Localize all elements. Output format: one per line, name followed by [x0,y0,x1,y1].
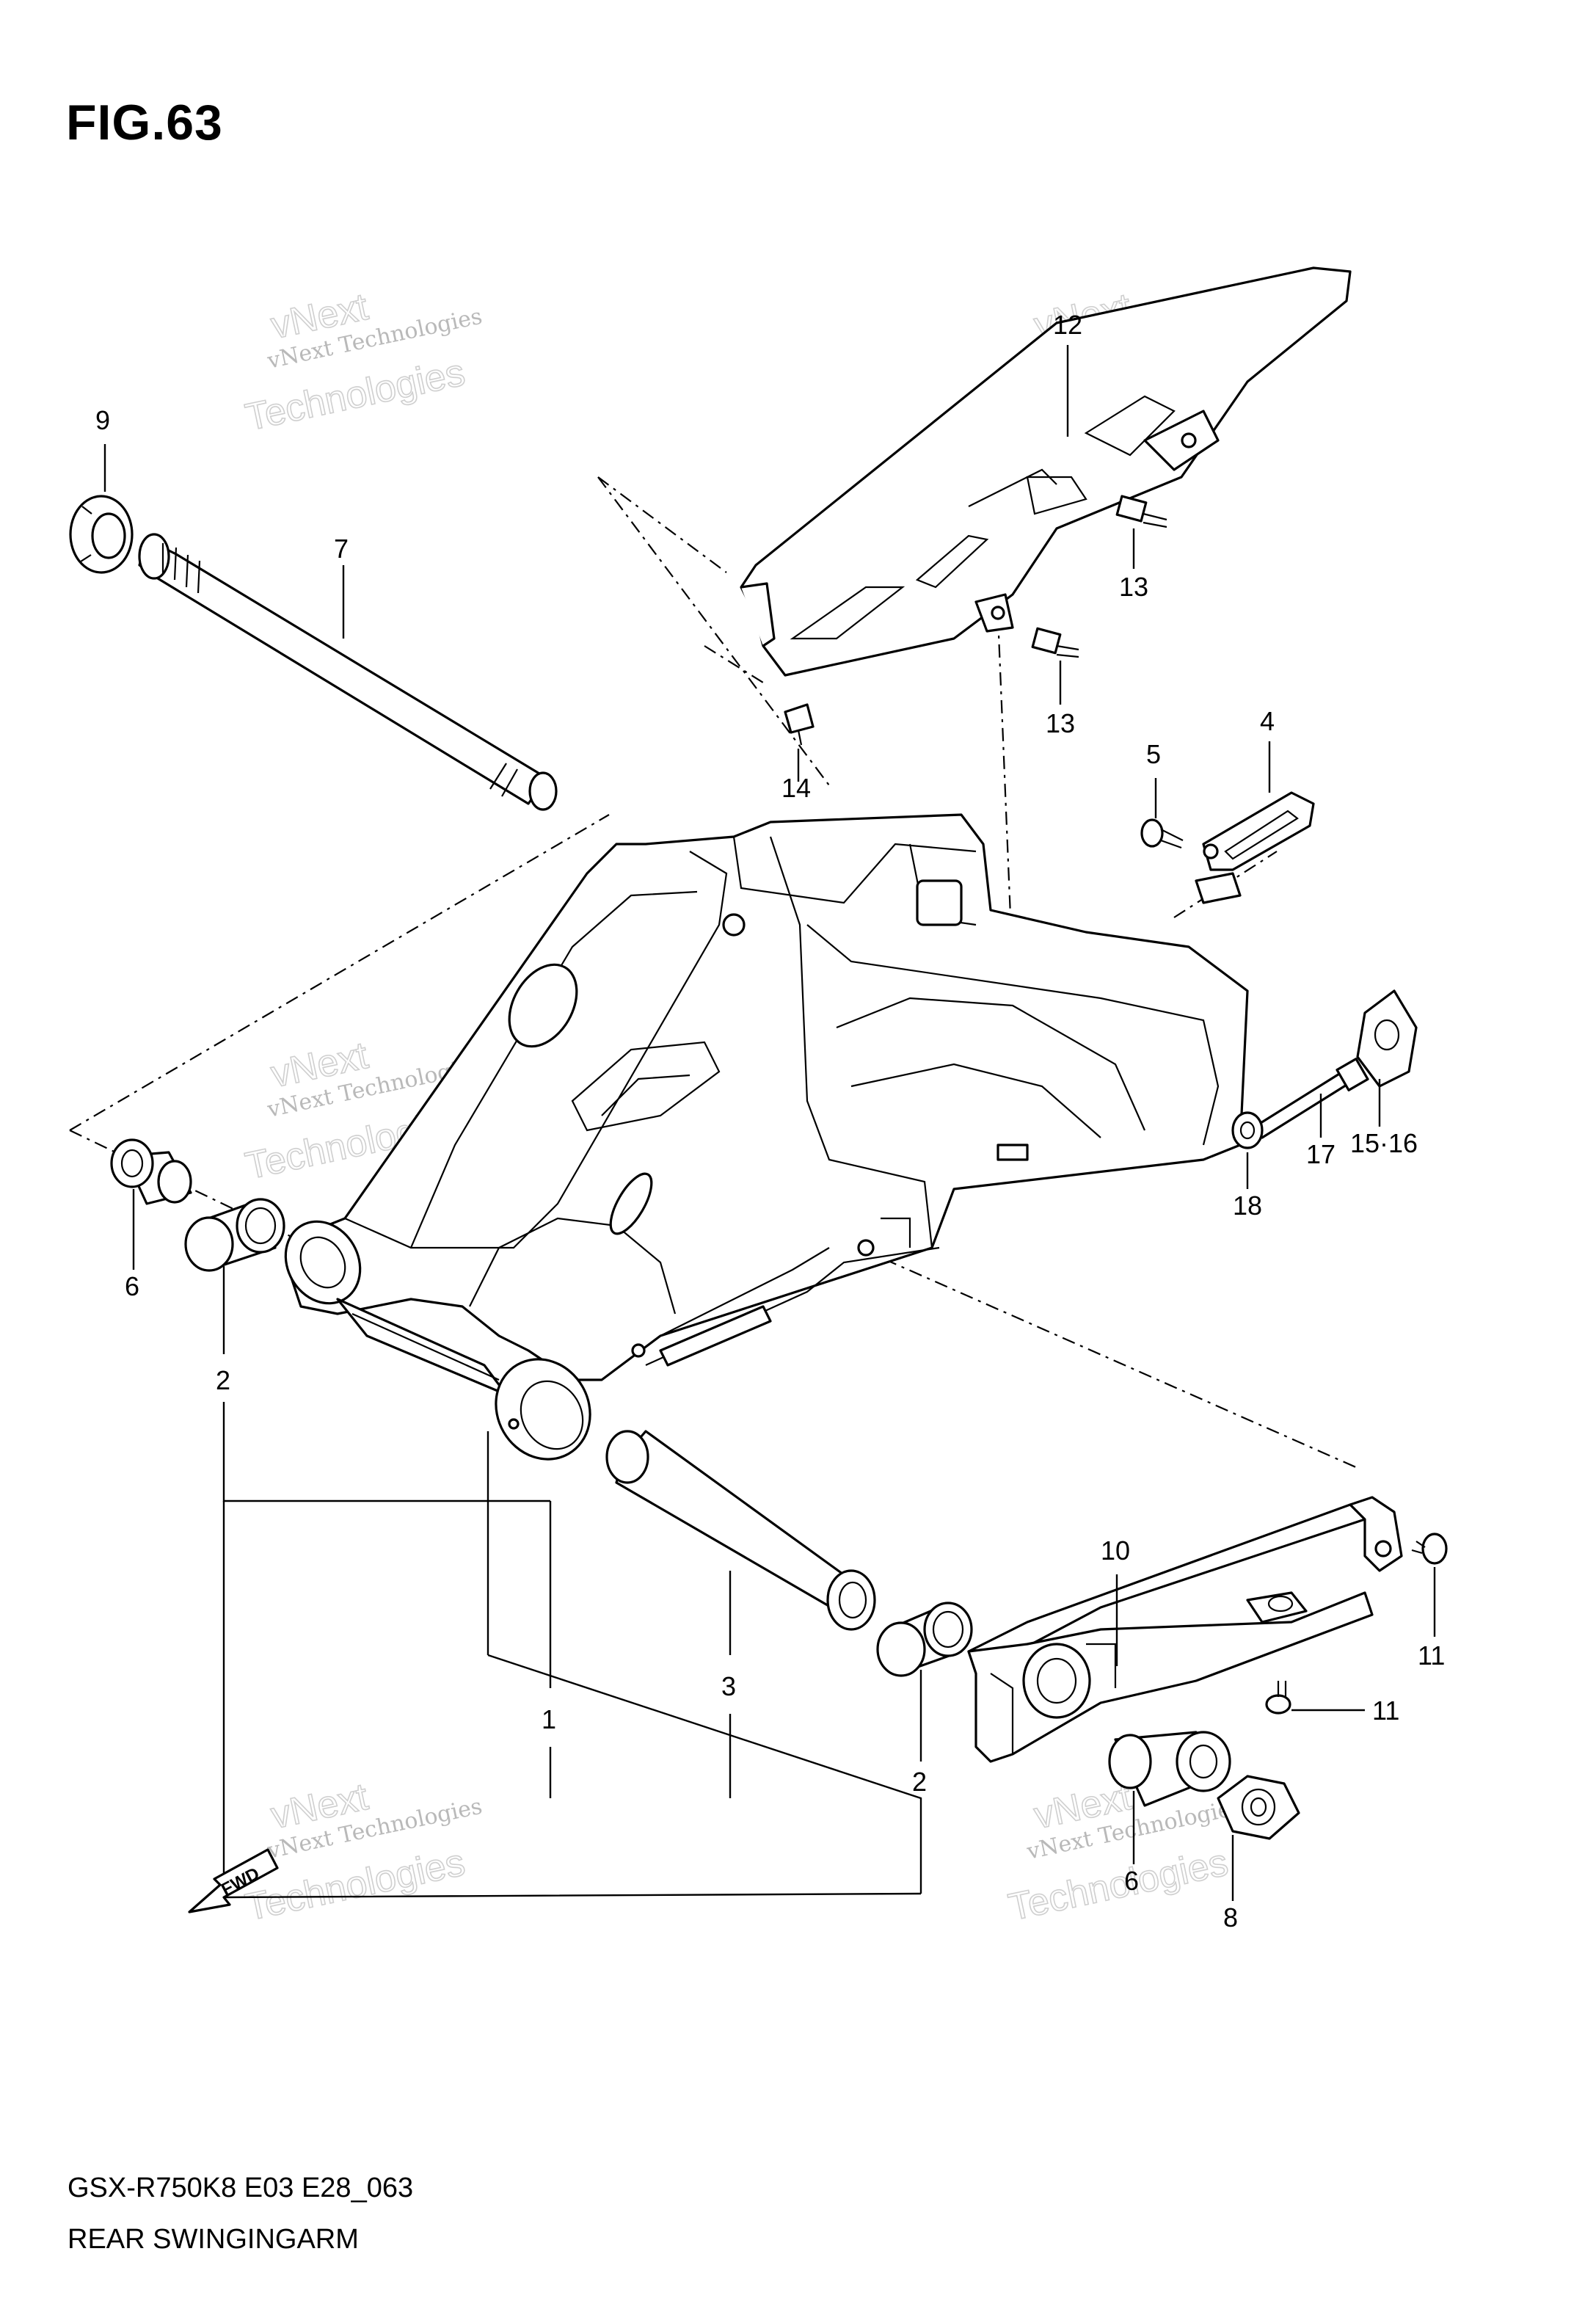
part-15-16-chain-adjuster [1356,989,1418,1088]
part-10-chain-buffer [967,1496,1403,1763]
part-4-bracket [1195,791,1315,904]
callout-10: 10 [1101,1535,1130,1566]
callout-18: 18 [1233,1190,1262,1221]
callout-labels: 9 7 12 13 13 14 5 4 15·16 17 18 6 2 3 1 … [95,310,1445,1933]
callout-4: 4 [1260,706,1275,736]
callout-14: 14 [781,773,811,803]
part-13-bolt-upper [1115,495,1167,528]
part-6-spacer-left [110,1138,192,1205]
callout-6-left: 6 [125,1271,139,1301]
callout-3: 3 [721,1671,736,1701]
part-18-adjuster-nut [1231,1111,1264,1149]
callout-2-left: 2 [216,1365,230,1395]
part-12-chain-guard [740,266,1352,677]
callout-11-upper: 11 [1418,1640,1445,1671]
callout-15-16: 15·16 [1350,1128,1418,1158]
callout-8: 8 [1223,1902,1238,1933]
part-17-adjuster-bolt [1253,1058,1369,1139]
figure-title: FIG.63 [66,95,223,150]
part-14-clip [784,703,815,746]
part-6-spacer-right [1108,1731,1231,1807]
part-9-swingarm-pivot-nut [69,495,134,574]
callout-13-lower: 13 [1046,708,1075,738]
part-2-bearing-left [184,1198,285,1272]
part-1-swingarm-assembly [284,813,1249,1461]
callout-6-right: 6 [1124,1866,1139,1896]
part-8-nut [1217,1775,1300,1840]
callout-9: 9 [95,405,110,435]
part-11-bolt-upper [1411,1533,1448,1565]
callout-11-lower: 11 [1372,1695,1399,1726]
part-5-screw [1140,818,1184,849]
watermark-top-left: vNext vNext Technologies Technologies [241,285,485,440]
part-13-bolt-lower [1031,627,1079,658]
callout-12: 12 [1053,310,1082,340]
callout-13-upper: 13 [1119,572,1148,602]
part-2-bearing-right [876,1602,973,1677]
callout-5: 5 [1146,739,1161,769]
part-3-spacer-tube [605,1430,876,1631]
callout-7: 7 [334,534,349,564]
callout-2-right: 2 [912,1767,927,1797]
callout-1: 1 [542,1704,556,1734]
part-7-swingarm-pivot-shaft [138,533,558,811]
part-11-bolt-lower [1265,1681,1291,1715]
figure-name: REAR SWINGINGARM [68,2224,359,2255]
callout-17: 17 [1306,1139,1336,1169]
watermark-bottom-left: vNext vNext Technologies Technologies [241,1775,485,1930]
model-code: GSX-R750K8 E03 E28_063 [68,2173,414,2203]
